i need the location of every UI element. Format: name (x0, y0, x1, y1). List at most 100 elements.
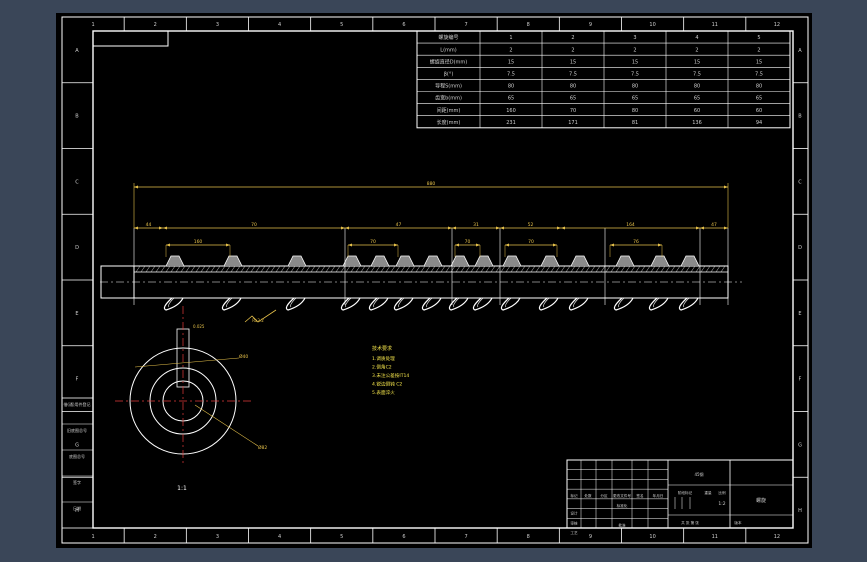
hatch-line (345, 265, 351, 273)
zone-col-top: 9 (589, 22, 592, 28)
hatch-line (380, 265, 386, 273)
hatch-line (550, 265, 556, 273)
zone-row-right: H (798, 508, 802, 514)
screw-flight-lobe-inner (618, 297, 625, 308)
zone-row-right: G (798, 442, 802, 448)
hatch-line (250, 265, 256, 273)
zone-col-bottom: 4 (278, 534, 281, 540)
dim-pitch-arrow (610, 243, 614, 247)
hatch-line (145, 265, 151, 273)
screw-flight-lobe (648, 297, 669, 311)
title-drawing-name: 螺旋 (756, 497, 766, 504)
dim-overall-arrow (134, 185, 138, 189)
hatch-line (700, 265, 706, 273)
hatch-line (675, 265, 681, 273)
hatch-line (640, 265, 646, 273)
section-diameter: Ø82 (258, 444, 267, 451)
hatch-line (200, 265, 206, 273)
note-item: 4.锐边倒钝 C2 (372, 381, 402, 388)
screw-flight-lobe (393, 297, 414, 311)
hatch-line (220, 265, 226, 273)
left-column-label: 日期 (73, 505, 81, 511)
screw-flight-lobe-inner (505, 297, 512, 308)
hatch-line (520, 265, 526, 273)
title-sheet-label: 共 张 第 张 (681, 520, 699, 525)
table-cell: 65 (570, 96, 576, 102)
hatch-line (320, 265, 326, 273)
left-column-label: 底图总号 (69, 453, 85, 459)
hatch-line (400, 265, 406, 273)
title-version-label: 版本 (734, 520, 742, 525)
hatch-line (235, 265, 241, 273)
hatch-line (135, 265, 141, 273)
screw-flight-lobe (500, 297, 521, 311)
title-material: 45钢 (694, 471, 703, 477)
hatch-line (505, 265, 511, 273)
table-row-header: β(°) (444, 72, 454, 78)
hatch-line (370, 265, 376, 273)
table-cell: 80 (508, 84, 514, 90)
hatch-line (540, 265, 546, 273)
screw-flight-lobe-inner (683, 297, 690, 308)
hatch-line (325, 265, 331, 273)
hatch-line (435, 265, 441, 273)
dim-pitch-arrow (226, 243, 230, 247)
title-header-cell: 更改文件号 (613, 493, 631, 498)
table-cell: 15 (508, 59, 514, 65)
hatch-line (570, 265, 576, 273)
table-cell: 80 (632, 108, 638, 114)
dim-pitch-arrow (166, 243, 170, 247)
zone-col-top: 4 (278, 22, 281, 28)
hatch-line (215, 265, 221, 273)
title-scale-value: 1:2 (718, 501, 725, 507)
hatch-line (185, 265, 191, 273)
dim-overall-value: 880 (427, 181, 436, 187)
title-block: 标记处数分区更改文件号签名年月日设计审核工艺标准化批准45钢螺旋阶段标记重量比例… (566, 459, 794, 535)
hatch-line (455, 265, 461, 273)
dim-pitch-arrow (505, 243, 509, 247)
table-cell: 3 (633, 35, 636, 41)
note-item: 2.倒角C2 (372, 364, 392, 371)
table-cell: 15 (756, 59, 762, 65)
hatch-line (620, 265, 626, 273)
zone-row-right: B (798, 114, 802, 120)
hatch-line (420, 265, 426, 273)
section-keyway-dim: 0.025 (193, 324, 205, 329)
zone-row-right: C (798, 179, 802, 185)
dim-segment-arrow (345, 226, 349, 230)
screw-flight-profile (395, 255, 415, 267)
dim-segment-arrow (341, 226, 345, 230)
hatch-line (690, 265, 696, 273)
zone-row-left: B (75, 114, 79, 120)
table-cell: 160 (506, 108, 516, 114)
table-cell: 5 (757, 35, 760, 41)
hatch-line (555, 265, 561, 273)
hatch-line (655, 265, 661, 273)
hatch-line (500, 265, 506, 273)
screw-flight-lobe-inner (290, 297, 297, 308)
screw-flight-lobe-inner (453, 297, 460, 308)
hatch-line (595, 265, 601, 273)
hatch-line (225, 265, 231, 273)
section-scale-label: 1:1 (177, 485, 187, 492)
dim-pitch-value: 70 (528, 239, 534, 245)
table-cell: 80 (632, 84, 638, 90)
screw-flight-lobe (368, 297, 389, 311)
dim-segment-value: 31 (473, 222, 479, 228)
table-cell: 2 (571, 35, 574, 41)
table-cell: 80 (756, 84, 762, 90)
dim-segment-arrow (700, 226, 704, 230)
hatch-line (515, 265, 521, 273)
hatch-line (565, 265, 571, 273)
hatch-line (405, 265, 411, 273)
hatch-line (695, 265, 701, 273)
zone-row-right: A (798, 48, 802, 54)
table-cell: 7.5 (507, 72, 515, 78)
table-cell: 136 (692, 120, 702, 126)
left-column-label: 签字 (73, 479, 81, 485)
dim-segment-arrow (500, 226, 504, 230)
hatch-line (440, 265, 446, 273)
